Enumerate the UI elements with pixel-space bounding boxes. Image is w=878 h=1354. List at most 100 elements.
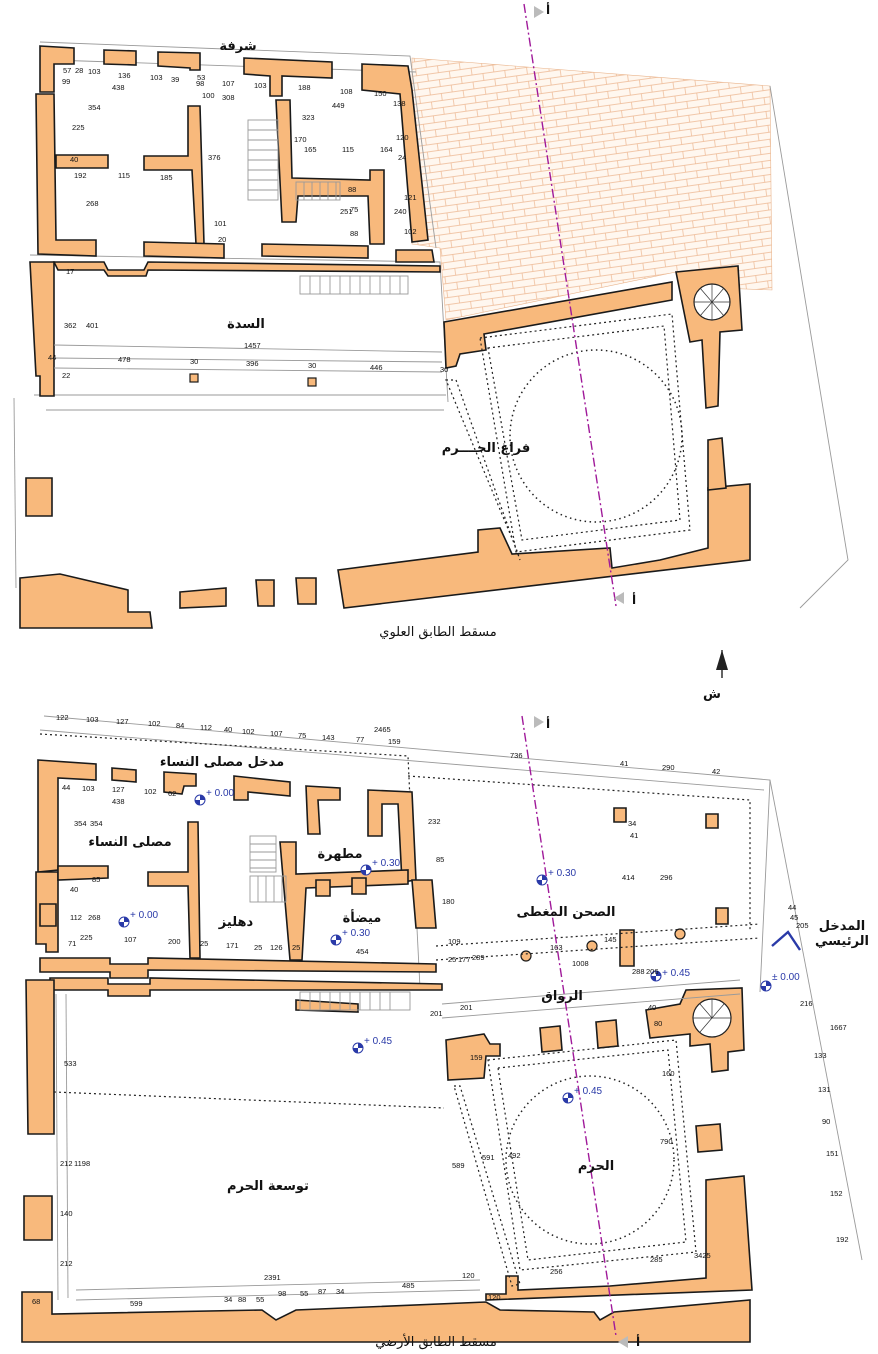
dim: 192	[74, 171, 87, 180]
dim: 160	[662, 1069, 675, 1078]
dim: 75	[298, 731, 306, 740]
dim: 30	[308, 361, 316, 370]
dim: 414	[622, 873, 635, 882]
upper-stairs	[247, 119, 409, 295]
level-markers: + 0.00 + 0.00 + 0.30 + 0.30 + 0.30 + 0.4…	[118, 788, 800, 1104]
dim: 296	[660, 873, 673, 882]
dim: 216	[800, 999, 813, 1008]
level-text: + 0.45	[364, 1036, 393, 1047]
label-purification: مطهرة	[317, 847, 362, 862]
gf-wall-nw	[37, 759, 97, 873]
wall-haram-e	[707, 437, 727, 491]
dim: 192	[836, 1235, 849, 1244]
pier-west-1	[25, 477, 53, 517]
wall-south-west	[19, 573, 153, 629]
dim: 53	[197, 73, 205, 82]
level-marker: + 0.00	[194, 788, 235, 806]
dim: 41	[620, 759, 628, 768]
dim: 88	[238, 1295, 246, 1304]
dim: 256	[550, 1267, 563, 1276]
level-text: + 0.30	[548, 868, 577, 879]
dim: 34	[336, 1287, 344, 1296]
wall-mid-3	[275, 99, 385, 245]
dim: 30	[440, 365, 448, 374]
label-haram-void: فراغ الحــــرم	[442, 441, 531, 456]
dim: 28	[75, 66, 83, 75]
level-marker: + 0.30	[360, 858, 401, 876]
dim: 20	[218, 235, 226, 244]
dim: 44	[48, 353, 56, 362]
dim: 84	[176, 721, 184, 730]
level-marker: + 0.30	[330, 928, 371, 946]
dim: 103	[254, 81, 267, 90]
wall-north-1	[39, 45, 75, 93]
dim: 112	[200, 723, 212, 732]
dim: 107	[222, 79, 235, 88]
dim: 131	[818, 1085, 831, 1094]
dim: 25	[254, 943, 262, 952]
wall-west-main	[29, 261, 55, 397]
dim: 71	[68, 939, 76, 948]
dim: 354	[74, 819, 87, 828]
dim: 376	[208, 153, 221, 162]
dim: 140	[60, 1209, 73, 1218]
dim: 120	[396, 133, 409, 142]
dim: 44	[62, 783, 70, 792]
dim: 599	[130, 1299, 143, 1308]
gf-wall-n6	[367, 789, 417, 883]
dim: 736	[510, 751, 523, 760]
wall-north-3	[157, 51, 201, 71]
north-arrow	[716, 650, 728, 678]
wall-mid-5	[395, 249, 435, 263]
dim: 201	[430, 1009, 443, 1018]
dim: 121	[404, 193, 417, 202]
label-balcony: شرفة	[219, 39, 256, 54]
label-haram-extension: توسعة الحرم	[227, 1179, 309, 1194]
dim: 101	[214, 219, 227, 228]
wall-west-2	[55, 154, 109, 169]
dim: 268	[86, 199, 99, 208]
dim: 42	[712, 767, 720, 776]
dim: 115	[342, 145, 354, 154]
dim: 40	[70, 885, 78, 894]
dim: 449	[332, 101, 345, 110]
label-haram: الحرم	[578, 1159, 614, 1174]
dim: 120	[488, 1293, 501, 1302]
dim: 225	[72, 123, 85, 132]
dim: 102	[144, 787, 157, 796]
dim: 159	[470, 1053, 483, 1062]
dim: 103	[150, 73, 163, 82]
caption-ground-floor: مسقط الطابق الأرضي	[375, 1333, 497, 1350]
gf-wall-mid	[279, 841, 409, 961]
dim: 396	[246, 359, 259, 368]
dim: 212	[60, 1259, 73, 1268]
dim: 98	[278, 1289, 286, 1298]
dim: 3425	[694, 1251, 711, 1260]
dim: 200	[168, 937, 181, 946]
dim: 289	[472, 953, 485, 962]
dim: 45	[790, 913, 798, 922]
dim: 354	[88, 103, 101, 112]
wall-north-4	[243, 57, 333, 97]
dim: 232	[428, 817, 441, 826]
dim: 1667	[830, 1023, 847, 1032]
dim: 22	[62, 371, 70, 380]
dim: 34	[224, 1295, 232, 1304]
level-marker: + 0.45	[352, 1036, 393, 1054]
caption-upper-floor: مسقط الطابق العلوي	[379, 625, 496, 640]
dim: 55	[256, 1295, 264, 1304]
gf-wall-se	[485, 1175, 753, 1301]
upper-dimensions: 57 28 136 103 103 39 53 98 107 103 188 1…	[48, 66, 448, 380]
dim: 102	[148, 719, 161, 728]
wall-mid-2	[143, 241, 225, 259]
dim: 57	[63, 66, 71, 75]
dim: 251	[340, 207, 353, 216]
label-covered-court: الصحن المغطى	[517, 905, 616, 920]
dim: 122	[56, 713, 69, 722]
dim: 102	[242, 727, 255, 736]
dim: 201	[460, 1003, 473, 1012]
gf-wall-south	[21, 1291, 751, 1343]
level-text: + 0.30	[372, 858, 401, 869]
dim: 44	[788, 903, 796, 912]
